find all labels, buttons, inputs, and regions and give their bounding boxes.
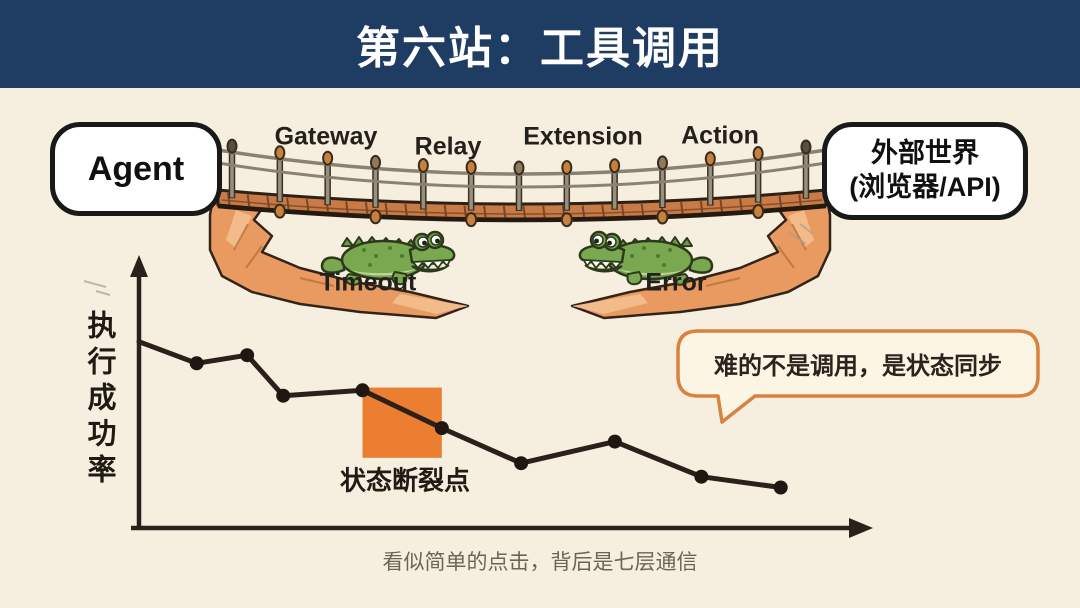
agent-node-label: Agent bbox=[87, 149, 185, 188]
header-bar: 第六站：工具调用 bbox=[0, 0, 1080, 88]
data-point bbox=[276, 388, 291, 403]
page-title: 第六站：工具调用 bbox=[356, 24, 724, 73]
hazard-label-error: Error bbox=[645, 268, 707, 297]
data-point bbox=[240, 348, 255, 363]
bottom-caption: 看似简单的点击，背后是七层通信 bbox=[382, 551, 698, 574]
data-point bbox=[355, 383, 370, 398]
hop-label-extension: Extension bbox=[523, 122, 643, 151]
annotation-bubble-text: 难的不是调用，是状态同步 bbox=[714, 352, 1002, 380]
cliff-right bbox=[570, 190, 832, 320]
hop-label-relay: Relay bbox=[414, 132, 482, 161]
data-point bbox=[434, 421, 449, 436]
state-break-highlight bbox=[362, 387, 442, 458]
external-world-node: 外部世界 (浏览器/API) bbox=[822, 122, 1028, 220]
hop-label-gateway: Gateway bbox=[274, 122, 378, 151]
bridge-planks bbox=[227, 192, 802, 218]
agent-node: Agent bbox=[50, 122, 222, 216]
y-axis-label: 执行成功率 bbox=[83, 310, 115, 490]
data-point bbox=[773, 480, 788, 495]
data-point bbox=[694, 469, 709, 484]
data-point bbox=[189, 356, 204, 371]
x-axis-arrow bbox=[849, 518, 873, 538]
bridge-rope-lower bbox=[217, 161, 827, 189]
bridge-rope-upper bbox=[217, 148, 827, 176]
chart-axes bbox=[130, 255, 873, 538]
bridge-deck bbox=[216, 188, 828, 223]
highlight-label: 状态断裂点 bbox=[339, 465, 471, 496]
bridge-knobs bbox=[226, 138, 812, 228]
cliff-left bbox=[208, 190, 470, 320]
hazard-label-timeout: Timeout bbox=[319, 268, 417, 297]
y-axis-arrow bbox=[130, 255, 148, 277]
hop-label-action: Action bbox=[681, 121, 759, 150]
bridge-posts bbox=[228, 149, 810, 211]
data-point bbox=[514, 456, 529, 471]
data-point bbox=[607, 434, 622, 449]
external-world-line2: (浏览器/API) bbox=[849, 172, 1001, 202]
external-world-line1: 外部世界 bbox=[871, 138, 979, 169]
